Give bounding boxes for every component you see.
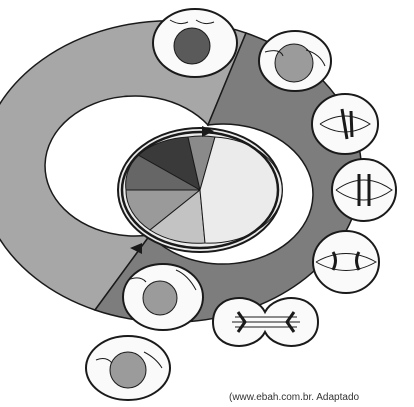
daughter-cell-2: [86, 336, 170, 400]
anaphase-cell: [313, 231, 379, 293]
daughter-cell-1: [123, 264, 203, 330]
inner-sector-light: [200, 137, 282, 243]
metaphase-cell: [312, 94, 378, 154]
metaphase-2-cell: [332, 159, 396, 221]
telophase-cell: [213, 298, 318, 346]
prophase-cell: [259, 31, 331, 91]
interphase-cell: [153, 9, 237, 77]
source-caption: (www.ebah.com.br. Adaptado: [229, 392, 359, 403]
